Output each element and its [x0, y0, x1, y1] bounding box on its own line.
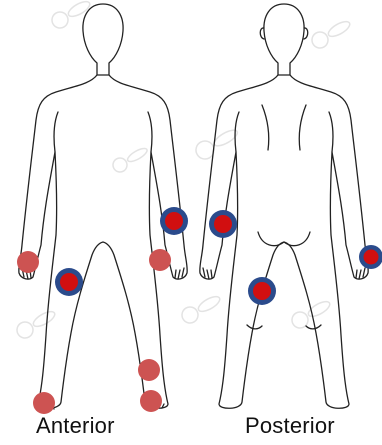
posterior-body-outline [200, 4, 368, 408]
marker-plain-left-ankle [138, 359, 160, 381]
marker-ringed-wrist [160, 207, 188, 235]
marker-plain-left-foot [140, 390, 162, 412]
marker-plain-left-hand [149, 249, 171, 271]
marker-ringed-thigh [55, 268, 83, 296]
posterior-label: Posterior [245, 413, 335, 439]
marker-plain-right-foot [33, 392, 55, 414]
anterior-markers [17, 207, 188, 414]
marker-plain-right-hand [17, 251, 39, 273]
marker-ringed-thigh-posterior [248, 277, 276, 305]
marker-ringed-hand-posterior [359, 245, 382, 269]
anterior-body-outline [19, 4, 187, 409]
anterior-label: Anterior [36, 413, 115, 439]
marker-ringed-wrist-posterior [209, 210, 237, 238]
